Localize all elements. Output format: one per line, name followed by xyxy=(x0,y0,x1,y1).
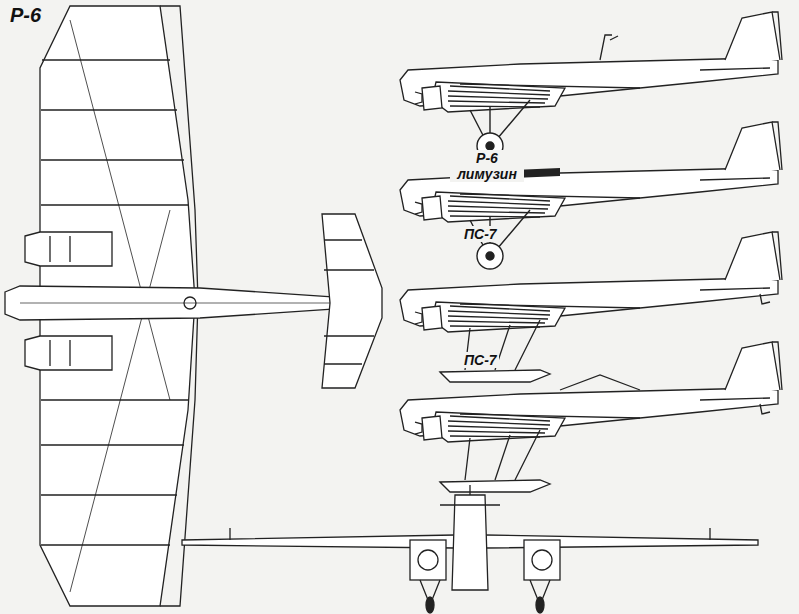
variant-label: Р-6 лимузин xyxy=(450,150,524,182)
variant-label: ПС-7 xyxy=(462,352,499,368)
drawing-title: Р-6 xyxy=(8,4,43,27)
variant-label: ПС-7 xyxy=(462,226,499,242)
